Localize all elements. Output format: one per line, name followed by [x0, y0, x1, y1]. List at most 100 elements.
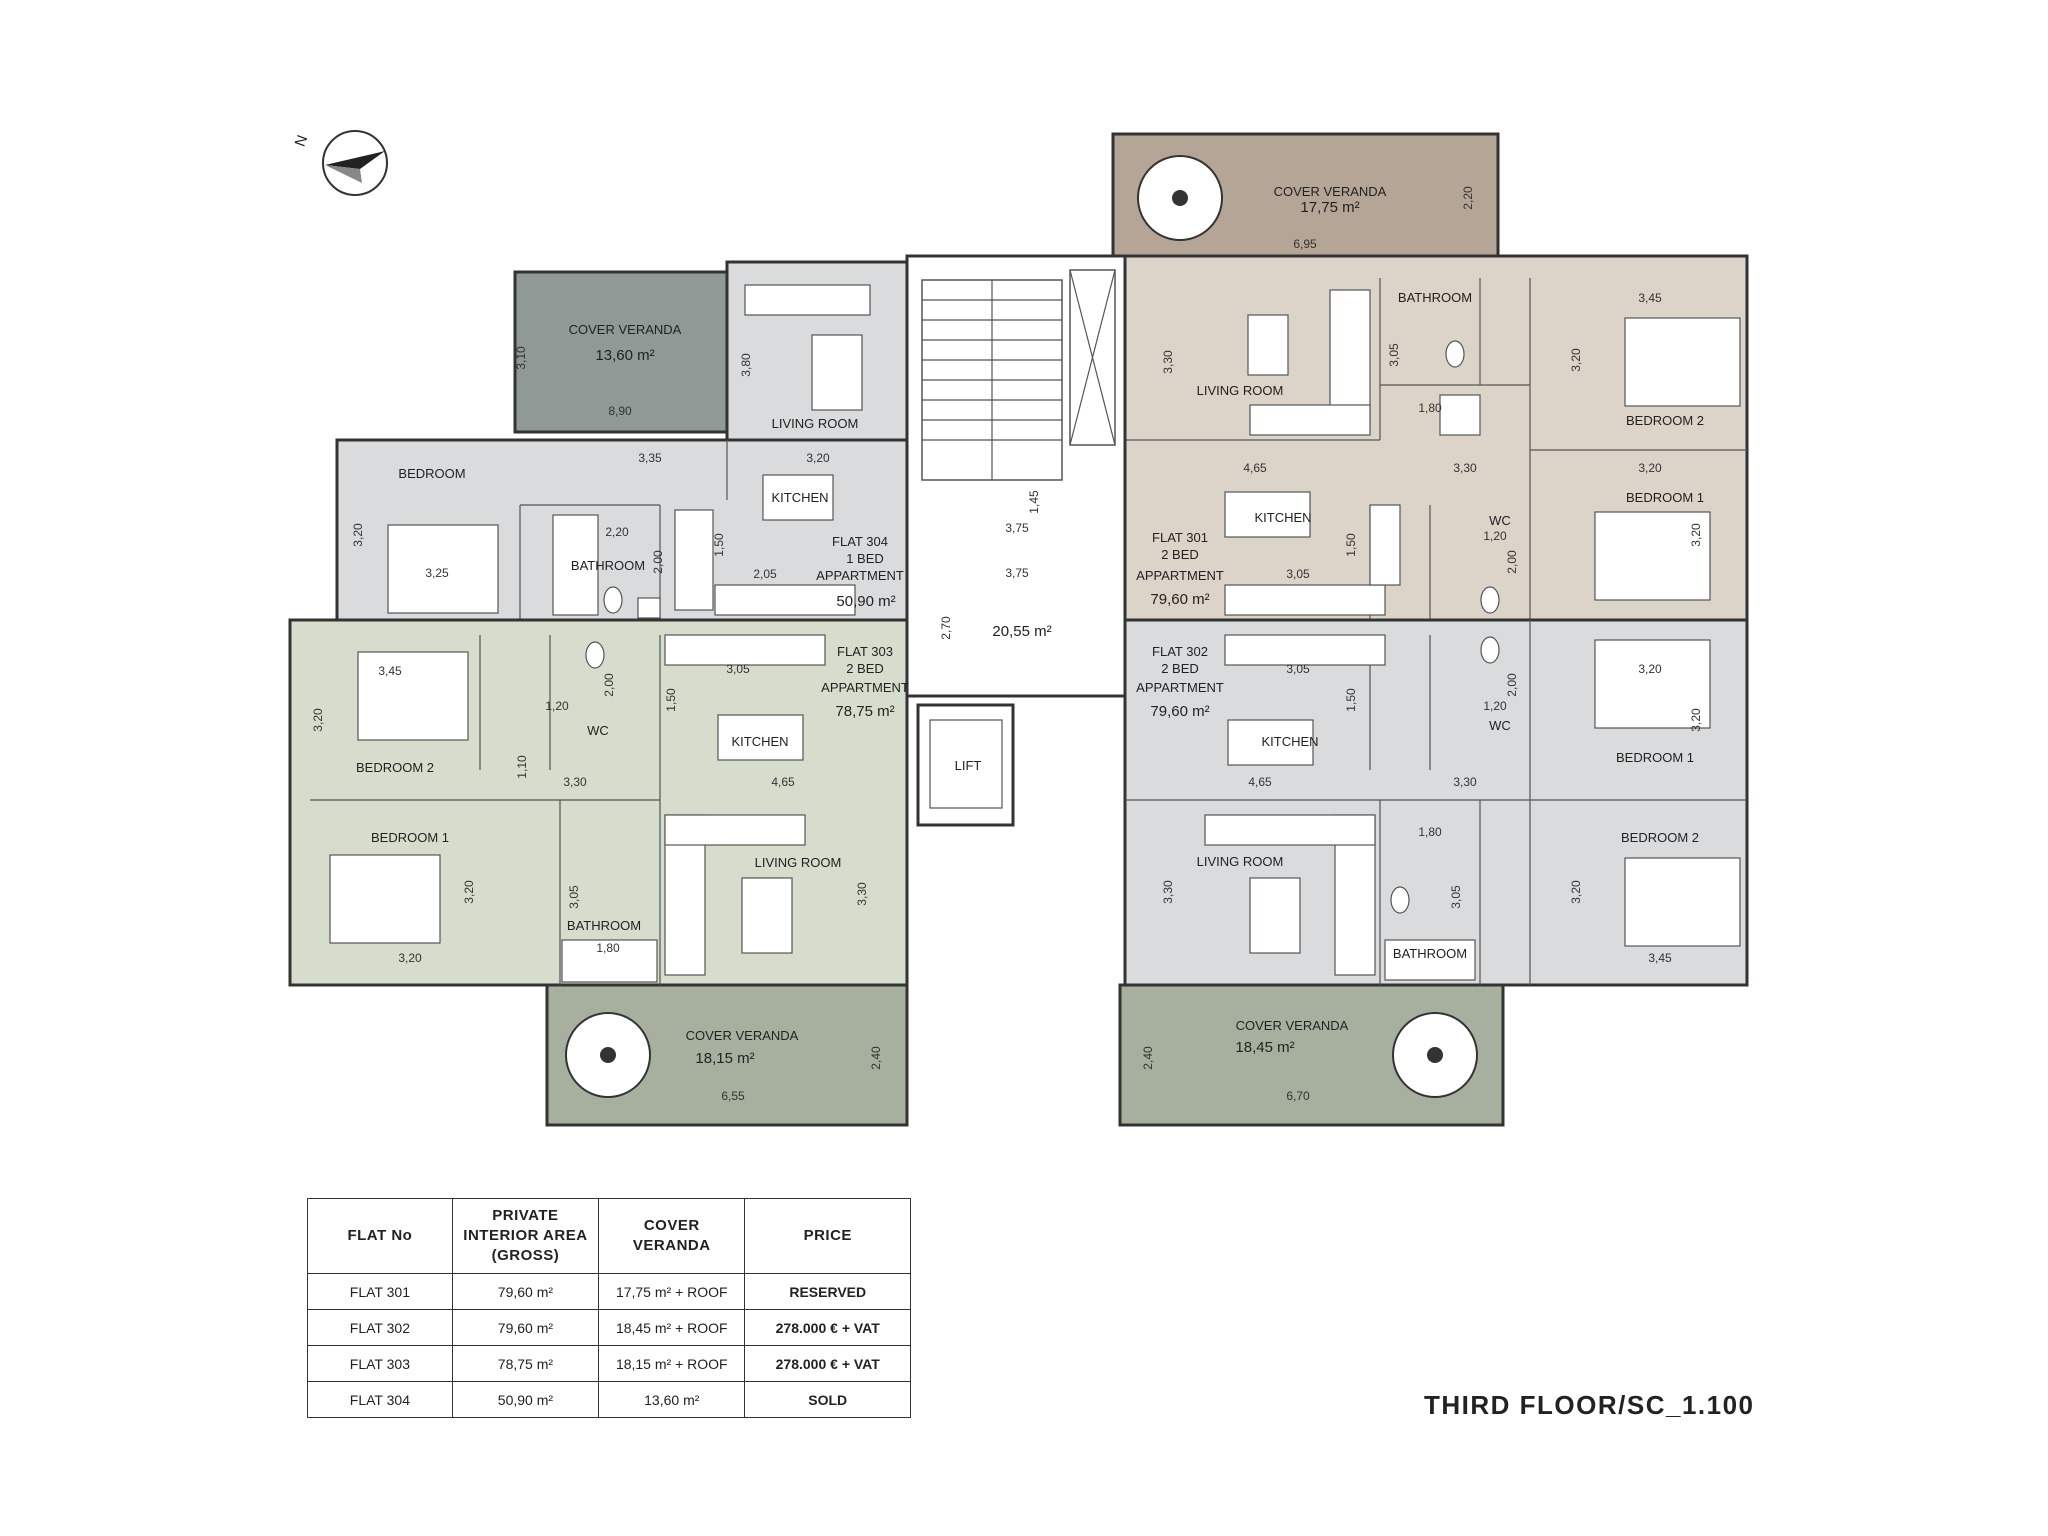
spiral-stair-icon — [1392, 1012, 1478, 1098]
flat-303-type-a: 2 BED — [846, 661, 884, 676]
flat-303-name: FLAT 303 — [837, 644, 893, 659]
common-core — [905, 254, 1127, 827]
label-bedroom-2: BEDROOM 2 — [1621, 830, 1699, 845]
label-bathroom: BATHROOM — [1398, 290, 1472, 305]
dim: 2,40 — [869, 1046, 883, 1070]
dim: 2,05 — [753, 567, 777, 581]
label-bedroom-1: BEDROOM 1 — [1616, 750, 1694, 765]
label-cover-veranda: COVER VERANDA — [1236, 1018, 1349, 1033]
dim: 2,20 — [1461, 186, 1475, 210]
dim: 1,50 — [712, 533, 726, 557]
label-bedroom-1: BEDROOM 1 — [371, 830, 449, 845]
label-lift: LIFT — [955, 758, 982, 773]
flat-303-type-b: APPARTMENT — [821, 680, 909, 695]
flat-302-type-a: 2 BED — [1161, 661, 1199, 676]
dim: 3,25 — [425, 566, 449, 580]
dim: 3,20 — [1638, 662, 1662, 676]
dim: 1,20 — [1483, 699, 1507, 713]
flat-304-area: 50,90 m² — [836, 593, 895, 610]
table-row: FLAT 301 79,60 m² 17,75 m² + ROOF RESERV… — [307, 1273, 911, 1310]
cell-price: 278.000 € + VAT — [744, 1345, 911, 1382]
dim: 2,00 — [1505, 673, 1519, 697]
flat-304 — [335, 260, 909, 622]
dim: 8,90 — [608, 404, 632, 418]
flat-301-type-b: APPARTMENT — [1136, 568, 1224, 583]
table-row: FLAT 302 79,60 m² 18,45 m² + ROOF 278.00… — [307, 1309, 911, 1346]
cell-veranda: 17,75 m² + ROOF — [598, 1273, 746, 1310]
dim: 2,00 — [1505, 550, 1519, 574]
cell-area: 78,75 m² — [451, 1345, 600, 1382]
table-row: FLAT 304 50,90 m² 13,60 m² SOLD — [307, 1381, 911, 1418]
dim: 2,00 — [602, 673, 616, 697]
dim: 3,05 — [567, 885, 581, 909]
label-bedroom-1: BEDROOM 1 — [1626, 490, 1704, 505]
dim: 3,30 — [1161, 880, 1175, 904]
cell-area: 79,60 m² — [451, 1309, 600, 1346]
dim: 3,30 — [563, 775, 587, 789]
dim: 6,95 — [1293, 237, 1317, 251]
dim: 3,35 — [638, 451, 662, 465]
dim: 3,20 — [806, 451, 830, 465]
dim: 3,20 — [1689, 708, 1703, 732]
dim: 3,20 — [351, 523, 365, 547]
flat-301-area: 79,60 m² — [1150, 591, 1209, 608]
area-veranda-302: 18,45 m² — [1235, 1039, 1294, 1056]
label-kitchen: KITCHEN — [1254, 510, 1311, 525]
cell-price: RESERVED — [744, 1273, 911, 1310]
table-row: FLAT 303 78,75 m² 18,15 m² + ROOF 278.00… — [307, 1345, 911, 1382]
flat-304-type-b: APPARTMENT — [816, 568, 904, 583]
area-stair: 20,55 m² — [992, 623, 1051, 640]
th-flat-no: FLAT No — [307, 1198, 453, 1274]
flat-303-area: 78,75 m² — [835, 703, 894, 720]
dim: 6,55 — [721, 1089, 745, 1103]
th-price: PRICE — [744, 1198, 911, 1274]
dim: 3,20 — [1569, 880, 1583, 904]
cell-area: 79,60 m² — [451, 1273, 600, 1310]
dim: 1,45 — [1027, 490, 1041, 514]
lift — [916, 703, 1015, 827]
cell-veranda: 18,15 m² + ROOF — [598, 1345, 746, 1382]
dim: 1,50 — [664, 688, 678, 712]
label-cover-veranda: COVER VERANDA — [1274, 184, 1387, 199]
dim: 3,45 — [1638, 291, 1662, 305]
dim: 1,20 — [545, 699, 569, 713]
label-bedroom: BEDROOM — [398, 466, 465, 481]
flat-302-area: 79,60 m² — [1150, 703, 1209, 720]
flat-301-type-a: 2 BED — [1161, 547, 1199, 562]
area-veranda-303: 18,15 m² — [695, 1050, 754, 1067]
dim: 4,65 — [771, 775, 795, 789]
dim: 2,40 — [1141, 1046, 1155, 1070]
dim: 3,20 — [398, 951, 422, 965]
dim: 1,20 — [1483, 529, 1507, 543]
dim: 1,10 — [515, 755, 529, 779]
label-cover-veranda: COVER VERANDA — [686, 1028, 799, 1043]
flat-302-name: FLAT 302 — [1152, 644, 1208, 659]
cell-veranda: 13,60 m² — [598, 1381, 746, 1418]
flat-302 — [1118, 618, 1749, 1127]
dim: 2,00 — [651, 550, 665, 574]
dim: 3,05 — [1387, 343, 1401, 367]
spiral-stair-icon — [1137, 155, 1223, 241]
dim: 3,75 — [1005, 521, 1029, 535]
dim: 3,05 — [1449, 885, 1463, 909]
cell-flat: FLAT 303 — [307, 1345, 453, 1382]
dim: 3,30 — [1161, 350, 1175, 374]
label-bathroom: BATHROOM — [1393, 946, 1467, 961]
label-kitchen: KITCHEN — [731, 734, 788, 749]
flat-302-type-b: APPARTMENT — [1136, 680, 1224, 695]
dim: 3,20 — [462, 880, 476, 904]
dim: 1,80 — [1418, 825, 1442, 839]
dim: 3,20 — [1638, 461, 1662, 475]
label-wc: WC — [1489, 718, 1511, 733]
dimension-labels: 3,10 8,90 3,80 3,35 3,20 3,20 3,25 2,20 … — [311, 186, 1703, 1103]
flat-304-name: FLAT 304 — [832, 534, 888, 549]
flat-304-type-a: 1 BED — [846, 551, 884, 566]
label-living-room: LIVING ROOM — [772, 416, 859, 431]
cell-flat: FLAT 301 — [307, 1273, 453, 1310]
dim: 1,50 — [1344, 688, 1358, 712]
area-veranda-301: 17,75 m² — [1300, 199, 1359, 216]
dim: 3,05 — [726, 662, 750, 676]
